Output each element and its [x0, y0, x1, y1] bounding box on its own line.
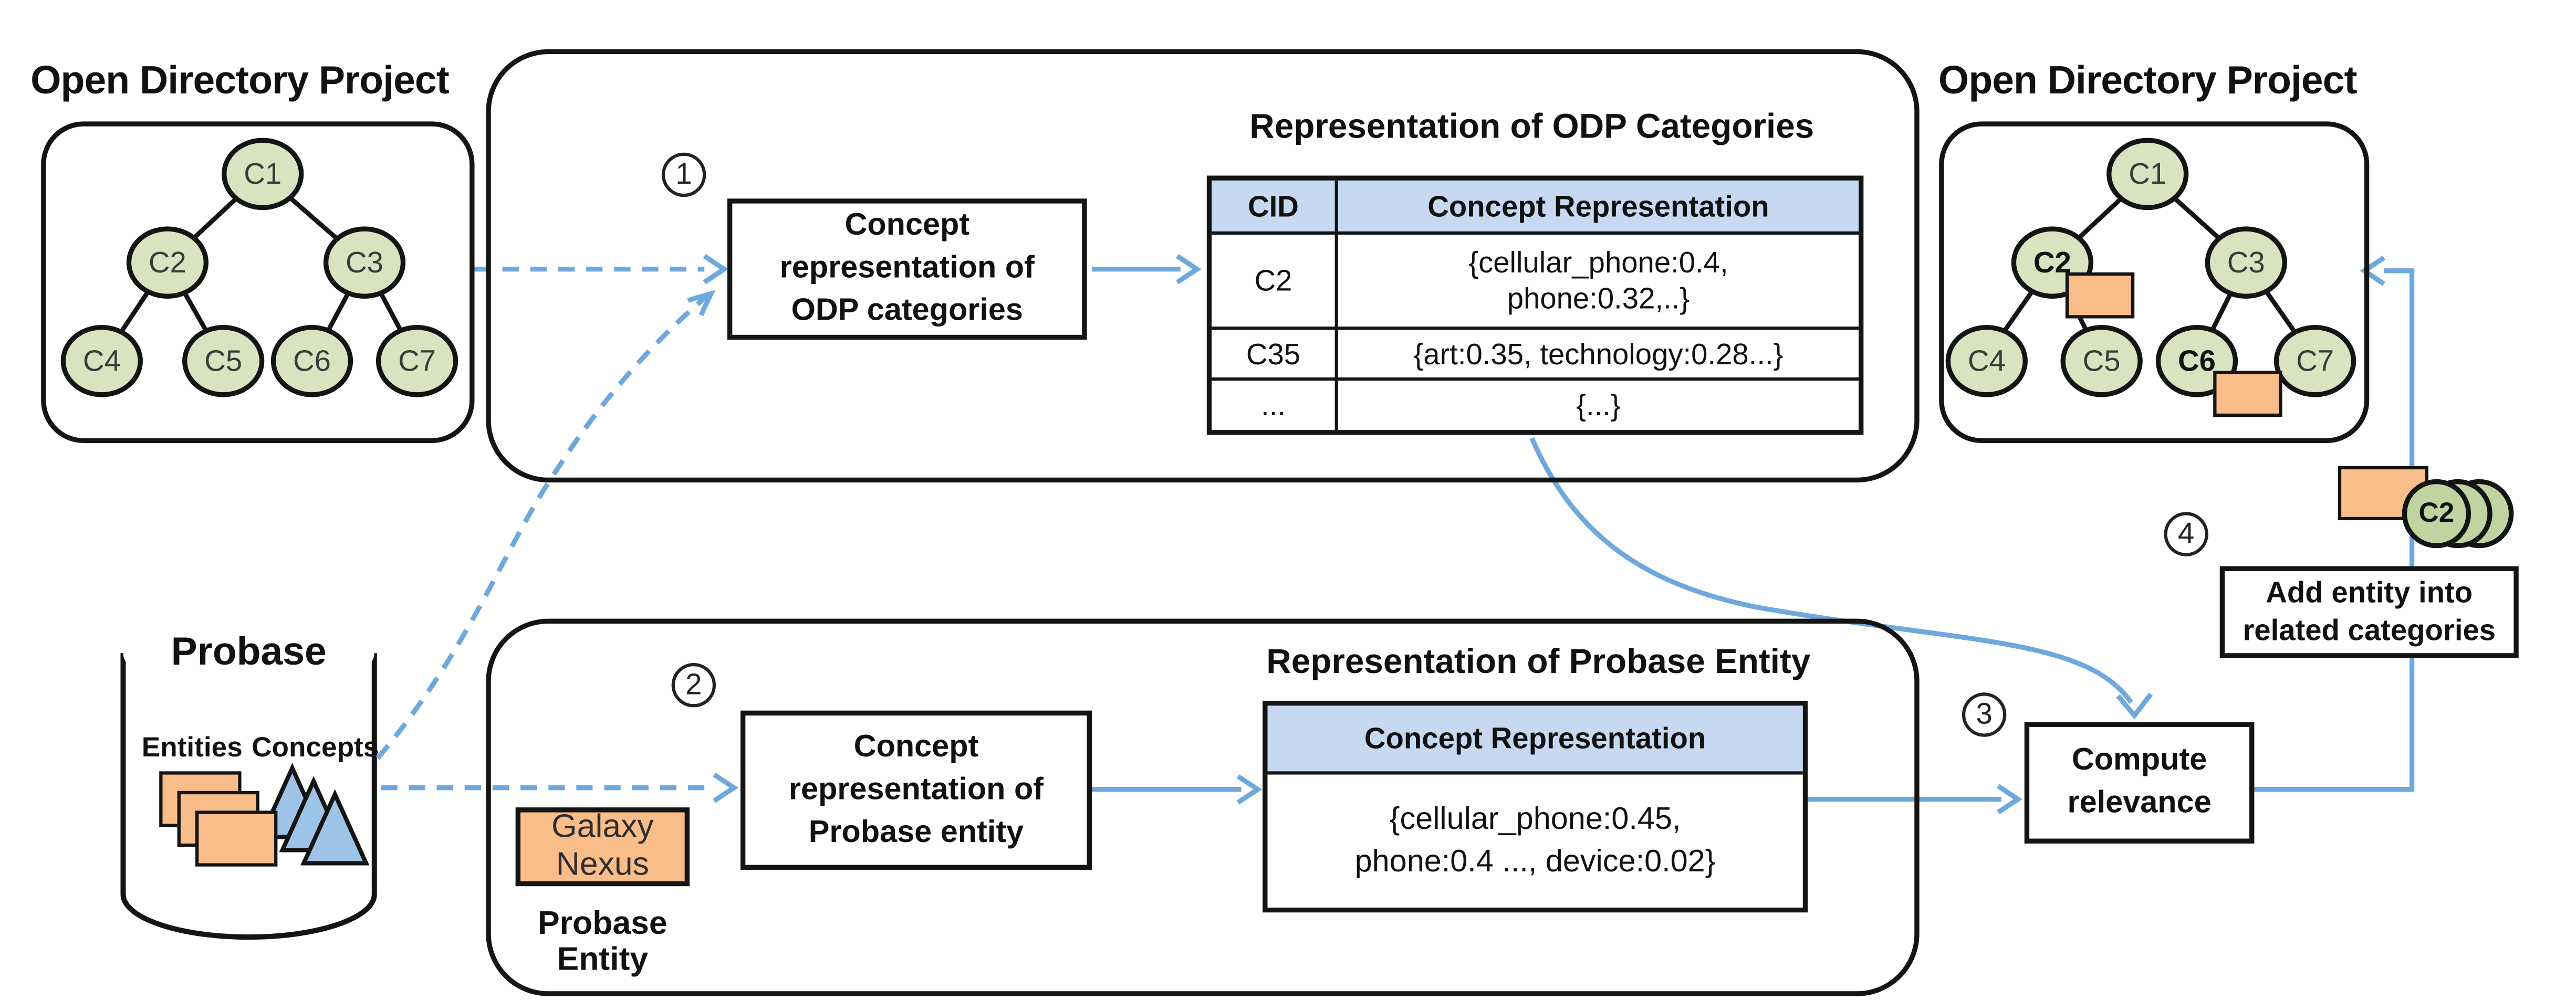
left-node-c6: C6 [270, 325, 353, 397]
odp-table-col-rep: Concept Representation [1338, 180, 1859, 235]
step-2-badge: 2 [671, 663, 716, 708]
probase-entity-box: Galaxy Nexus [515, 807, 690, 887]
probase-representation-panel [486, 618, 1920, 996]
entity-marker-c6 [2213, 371, 2282, 417]
right-node-c4: C4 [1945, 325, 2028, 397]
right-node-c5: C5 [2060, 325, 2143, 397]
concept-representation-probase-box: Concept representation of Probase entity [740, 710, 1092, 870]
probase-table-col-rep: Concept Representation [1267, 706, 1803, 775]
concepts-label: Concepts [252, 732, 379, 763]
dashed-arrow-left-tree-to-box1 [474, 254, 729, 285]
left-node-c5: C5 [182, 325, 265, 397]
dashed-arrow-probase-to-box1 [376, 290, 716, 760]
odp-table-col-cid: CID [1212, 180, 1338, 235]
right-odp-tree-box [1939, 121, 2370, 444]
odp-categories-table: CID Concept Representation C2 {cellular_… [1206, 175, 1864, 435]
probase-title: Probase [171, 630, 327, 675]
odp-table-row1-cid: C2 [1212, 235, 1338, 330]
step-3-badge: 3 [1962, 692, 2007, 737]
probase-table-row1-rep: {cellular_phone:0.45, phone:0.4 ..., dev… [1267, 774, 1803, 908]
left-odp-title: Open Directory Project [30, 59, 450, 103]
left-node-c4: C4 [60, 325, 143, 397]
left-node-c3: C3 [323, 226, 406, 299]
arrow-probase-table-to-compute [1808, 784, 2022, 815]
category-stack-front-circle: C2 [2402, 479, 2471, 549]
entity-marker-stack [2338, 466, 2428, 521]
odp-table-row1-rep: {cellular_phone:0.4, phone:0.32,..} [1338, 235, 1859, 330]
step-1-badge: 1 [661, 152, 706, 197]
entities-label: Entities [141, 732, 243, 763]
probase-entity-table: Concept Representation {cellular_phone:0… [1263, 700, 1808, 913]
probase-table-title: Representation of Probase Entity [1266, 643, 1811, 681]
odp-table-row2-rep: {art:0.35, technology:0.28...} [1338, 330, 1859, 381]
entities-icon [195, 810, 278, 867]
odp-table-row3-cid: ... [1212, 381, 1338, 430]
left-odp-tree-box [41, 121, 475, 444]
odp-table-row2-cid: C35 [1212, 330, 1338, 381]
concept-representation-odp-box: Concept representation of ODP categories [727, 198, 1087, 340]
step-4-badge: 4 [2164, 512, 2208, 556]
odp-representation-panel [486, 49, 1920, 483]
arrow-box1-to-odp-table [1091, 254, 1202, 285]
dashed-arrow-probase-to-box2 [381, 772, 738, 803]
add-entity-box: Add entity into related categories [2219, 566, 2519, 658]
concepts-icon [257, 763, 370, 866]
arrow-odp-table-to-compute [1529, 437, 2153, 720]
right-node-c7: C7 [2273, 325, 2356, 397]
compute-relevance-box: Compute relevance [2024, 722, 2255, 844]
left-node-c2: C2 [126, 226, 209, 299]
entity-marker-c2 [2065, 272, 2135, 319]
odp-table-title: Representation of ODP Categories [1249, 108, 1814, 146]
left-node-c1: C1 [222, 138, 304, 210]
left-node-c7: C7 [376, 325, 458, 397]
right-odp-title: Open Directory Project [1938, 59, 2358, 103]
probase-entity-caption: Probase Entity [537, 906, 668, 978]
odp-table-row1-rep-text: {cellular_phone:0.4, phone:0.32,..} [1468, 246, 1728, 315]
arrow-box2-to-probase-table [1091, 774, 1263, 805]
probase-table-row1-rep-text: {cellular_phone:0.45, phone:0.4 ..., dev… [1354, 802, 1716, 879]
right-node-c3: C3 [2205, 226, 2287, 299]
odp-table-row3-rep: {...} [1338, 381, 1859, 430]
right-node-c1: C1 [2106, 138, 2189, 210]
